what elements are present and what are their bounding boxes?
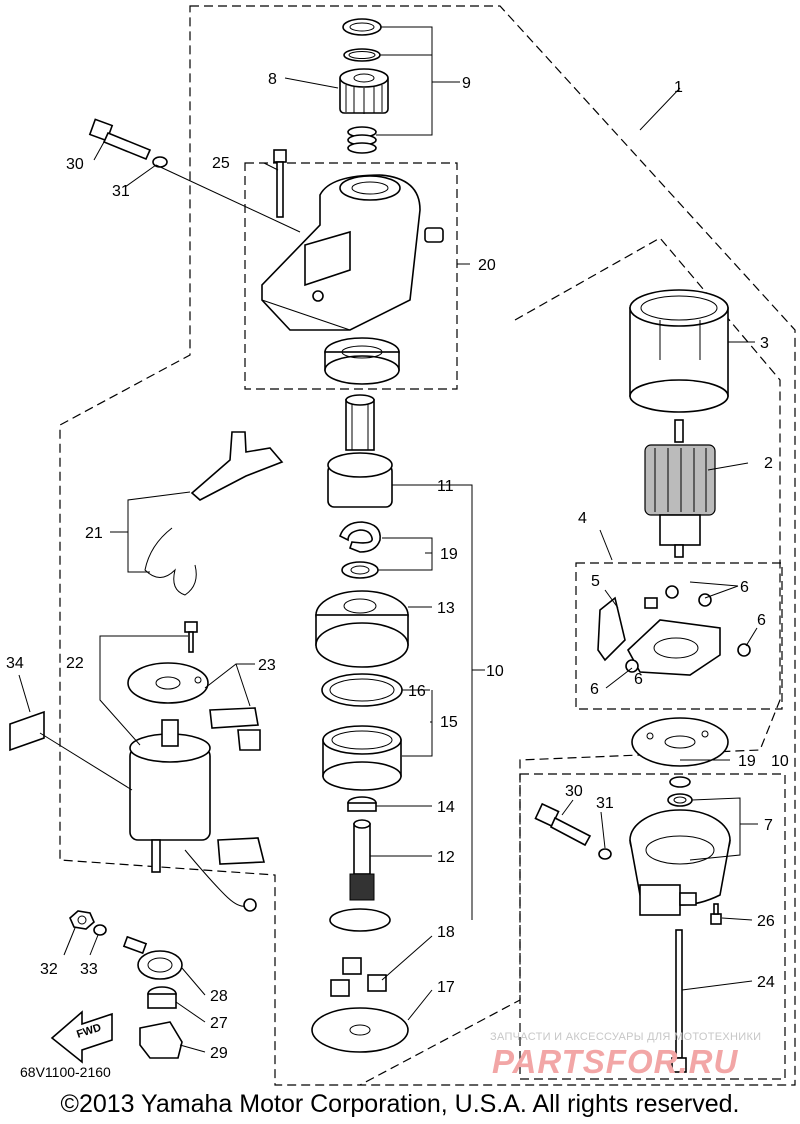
callout-24: 24 — [757, 974, 775, 991]
callout-32: 32 — [40, 961, 58, 978]
brush-5 — [597, 596, 626, 662]
callout-10-right: 10 — [771, 753, 789, 770]
solenoid-22 — [129, 719, 257, 912]
drawing-code: 68V1100-2160 — [20, 1064, 111, 1080]
screw-26 — [710, 903, 722, 925]
cap-27 — [147, 986, 177, 1009]
callout-28: 28 — [210, 988, 228, 1005]
spring-9 — [347, 126, 377, 154]
washer-19-centre — [341, 561, 379, 579]
callout-3: 3 — [760, 335, 769, 352]
callout-4: 4 — [578, 510, 587, 527]
assembly-4-boundary — [575, 562, 783, 710]
assembly-1-boundary — [59, 5, 796, 1086]
leader-lines — [18, 26, 758, 1053]
callout-5: 5 — [591, 573, 600, 590]
lever-21 — [190, 431, 284, 501]
watermark-text: ЗАПЧАСТИ И АКСЕССУАРЫ ДЛЯ МОТОТЕХНИКИ — [490, 1031, 762, 1043]
cover-29 — [139, 1021, 183, 1059]
callout-6-b: 6 — [757, 612, 766, 629]
shaft-12 — [329, 819, 391, 932]
bolt-30-right — [534, 802, 592, 847]
label-34 — [9, 710, 45, 752]
washer-19 — [669, 776, 691, 788]
spring-21 — [144, 527, 197, 596]
callout-15: 15 — [440, 714, 458, 731]
callout-2: 2 — [764, 455, 773, 472]
callout-7: 7 — [764, 817, 773, 834]
callout-17: 17 — [437, 979, 455, 996]
callout-33: 33 — [80, 961, 98, 978]
callout-14: 14 — [437, 799, 455, 816]
callout-29: 29 — [210, 1045, 228, 1062]
callout-18: 18 — [437, 924, 455, 941]
callout-31-top: 31 — [112, 183, 130, 200]
bolt-30-top — [88, 118, 152, 161]
callout-10: 10 — [486, 663, 504, 680]
callout-30-right: 30 — [565, 783, 583, 800]
assembly-20-boundary — [244, 162, 458, 390]
callout-13: 13 — [437, 600, 455, 617]
callout-23: 23 — [258, 657, 276, 674]
callout-19: 19 — [440, 546, 458, 563]
washer-33 — [93, 924, 107, 936]
clip-19 — [339, 521, 381, 553]
bracket-housing-20 — [261, 174, 444, 331]
callout-25: 25 — [212, 155, 230, 172]
callout-22: 22 — [66, 655, 84, 672]
callout-21: 21 — [85, 525, 103, 542]
bushing-14 — [347, 796, 377, 812]
planet-gears-18 — [330, 957, 387, 997]
cap-23 — [217, 837, 266, 865]
callout-26: 26 — [757, 913, 775, 930]
washer-31-right — [598, 848, 612, 860]
yoke-3 — [629, 289, 729, 413]
bushing-7 — [667, 793, 693, 807]
callout-12: 12 — [437, 849, 455, 866]
plate-22 — [127, 662, 209, 704]
damper-23 — [209, 707, 261, 751]
callout-20: 20 — [478, 257, 496, 274]
callout-8: 8 — [268, 71, 277, 88]
callout-19-right: 19 — [738, 753, 756, 770]
callout-31-right: 31 — [596, 795, 614, 812]
callout-34: 34 — [6, 655, 24, 672]
callout-16: 16 — [408, 683, 426, 700]
clip-9 — [343, 48, 381, 62]
plate-17 — [311, 1007, 409, 1053]
terminal-28 — [122, 935, 183, 980]
assembly-7-boundary — [519, 773, 786, 1080]
armature-2 — [644, 419, 716, 558]
callout-30-top: 30 — [66, 156, 84, 173]
callout-numbers: 1 2 3 4 5 6 6 6 6 7 8 9 10 10 11 12 13 1… — [6, 71, 789, 1062]
bolt-25 — [273, 149, 287, 218]
stopper-ring-9 — [342, 18, 382, 36]
fwd-arrow-icon: FWD — [50, 1010, 113, 1064]
brush-plate-19 — [631, 717, 729, 767]
callout-9: 9 — [462, 75, 471, 92]
through-bolt-24 — [671, 929, 687, 1073]
ring-gear-15 — [322, 725, 402, 791]
callout-6-a: 6 — [740, 579, 749, 596]
clutch-assembly-11 — [327, 394, 393, 508]
watermark-logo: PARTSFOR.RU — [492, 1043, 739, 1080]
callout-27: 27 — [210, 1015, 228, 1032]
cover-16 — [321, 673, 403, 707]
screw-22 — [184, 621, 198, 653]
bearing-20 — [324, 337, 400, 385]
pinion-gear-8 — [339, 68, 389, 114]
copyright-notice: ©2013 Yamaha Motor Corporation, U.S.A. A… — [60, 1090, 740, 1118]
end-cover-7 — [629, 809, 731, 916]
callout-1: 1 — [674, 79, 683, 96]
callout-6-d: 6 — [634, 671, 643, 688]
internal-gear-13 — [315, 590, 409, 668]
brush-holder-4 — [625, 585, 751, 676]
callout-11: 11 — [437, 478, 454, 495]
nut-32 — [69, 910, 95, 930]
callout-6-c: 6 — [590, 681, 599, 698]
